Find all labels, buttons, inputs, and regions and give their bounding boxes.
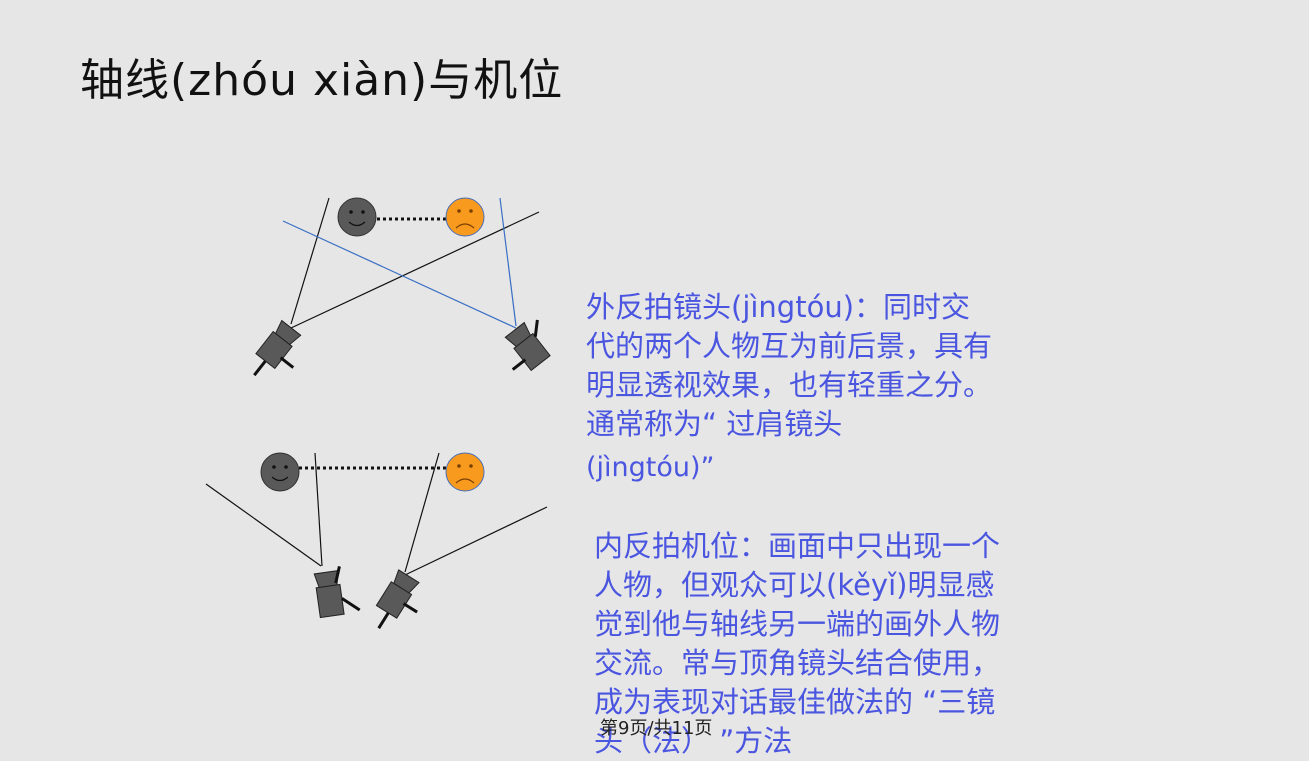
slide-title: 轴线(zhóu xiàn)与机位 <box>80 55 564 106</box>
text-line: 交流。常与顶角镜头结合使用， <box>594 646 1001 680</box>
camera-icon <box>253 319 302 377</box>
text-line: 外反拍镜头(jìngtóu)：同时交 <box>586 290 971 324</box>
sight-line <box>404 506 548 576</box>
sight-line <box>404 452 440 573</box>
text-line: 代的两个人物互为前后景，具有 <box>586 329 993 363</box>
camera-icon <box>504 319 551 372</box>
text-line: 觉到他与轴线另一端的画外人物 <box>594 607 1001 641</box>
page-number: 第9页/共11页 <box>600 718 713 739</box>
text-line: 成为表现对话最佳做法的 “三镜 <box>594 685 996 719</box>
text-line: 通常称为“ 过肩镜头 <box>586 407 843 441</box>
text-line: 明显透视效果，也有轻重之分。 <box>586 368 993 402</box>
camera-icon <box>313 566 361 619</box>
smiling-face-icon <box>337 197 377 237</box>
sight-line <box>290 211 540 329</box>
text-line: 人物，但观众可以(kěyǐ)明显感 <box>594 568 995 602</box>
sight-line <box>314 452 323 567</box>
sight-line <box>205 483 322 567</box>
sad-face-icon <box>445 197 485 237</box>
sad-face-icon <box>445 452 485 492</box>
camera-axis-diagram <box>205 197 551 629</box>
sight-line <box>282 220 517 329</box>
text-line: (jìngtóu)” <box>586 452 715 483</box>
smiling-face-icon <box>260 452 300 492</box>
external-reverse-diagram <box>253 197 551 377</box>
sight-line <box>290 197 330 325</box>
internal-reverse-diagram <box>205 452 548 629</box>
text-line: 内反拍机位：画面中只出现一个 <box>594 529 1001 563</box>
external-reverse-description: 外反拍镜头(jìngtóu)：同时交 代的两个人物互为前后景，具有 明显透视效果… <box>586 288 992 487</box>
sight-line <box>499 197 517 327</box>
camera-icon <box>375 569 420 629</box>
